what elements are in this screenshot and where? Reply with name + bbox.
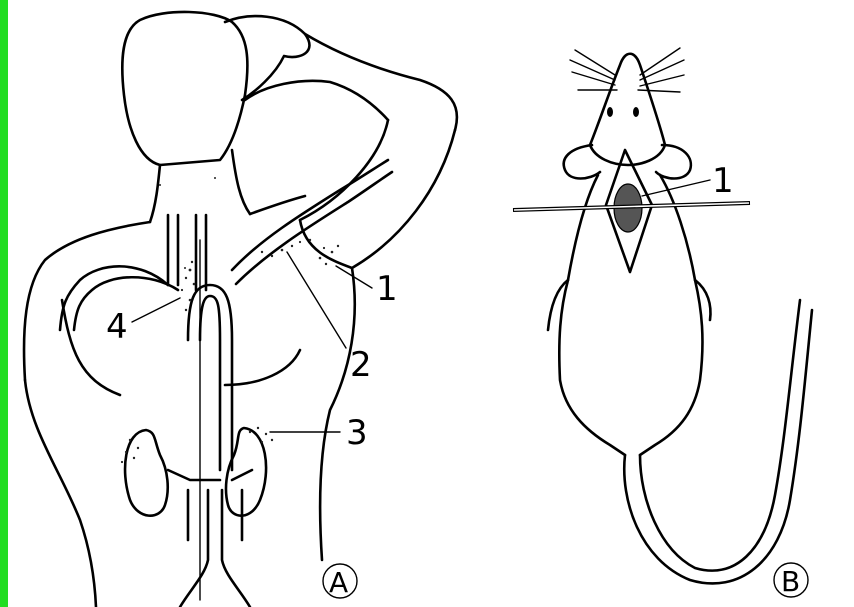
label-a-1: 1 bbox=[376, 269, 398, 309]
panel-a-letter: A bbox=[329, 566, 348, 599]
panel-b-letter: B bbox=[781, 565, 800, 598]
label-a-3: 3 bbox=[346, 413, 368, 453]
label-a-4: 4 bbox=[106, 307, 128, 347]
label-b-1: 1 bbox=[712, 161, 734, 201]
human-figure bbox=[24, 12, 457, 607]
label-a-2: 2 bbox=[350, 345, 372, 385]
rat-figure bbox=[513, 48, 812, 583]
